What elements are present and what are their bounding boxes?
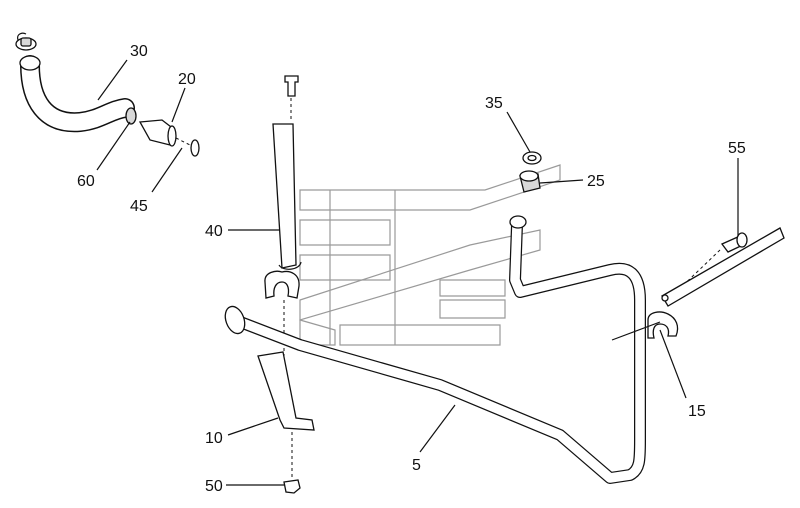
callout-50: 50 <box>205 478 223 495</box>
part-35-washer <box>522 151 542 165</box>
part-50-nut <box>283 479 301 494</box>
callout-55: 55 <box>728 140 746 157</box>
leader-lines <box>96 59 739 486</box>
part-25-fitting <box>519 170 541 193</box>
part-5-pipe <box>224 215 646 484</box>
part-20-connector <box>138 119 177 147</box>
part-10-bracket <box>257 351 315 478</box>
part-60-clamp <box>125 107 137 125</box>
callout-10: 10 <box>205 430 223 447</box>
callout-5: 5 <box>412 457 421 474</box>
part-40-bolt <box>272 75 302 270</box>
background-watermark <box>299 164 561 346</box>
callout-30: 30 <box>130 43 148 60</box>
callout-25: 25 <box>587 173 605 190</box>
part-30-hose <box>15 32 135 133</box>
part-15-bushing-left <box>264 270 300 360</box>
callout-45: 45 <box>130 198 148 215</box>
callout-40: 40 <box>205 223 223 240</box>
callout-20: 20 <box>178 71 196 88</box>
part-55-bolt <box>671 232 748 297</box>
mounting-strap <box>661 227 785 307</box>
part-45-o-ring <box>175 137 200 157</box>
part-15-bushing-right <box>647 311 679 339</box>
callout-60: 60 <box>77 173 95 190</box>
callout-15: 15 <box>688 403 706 420</box>
callout-35: 35 <box>485 95 503 112</box>
